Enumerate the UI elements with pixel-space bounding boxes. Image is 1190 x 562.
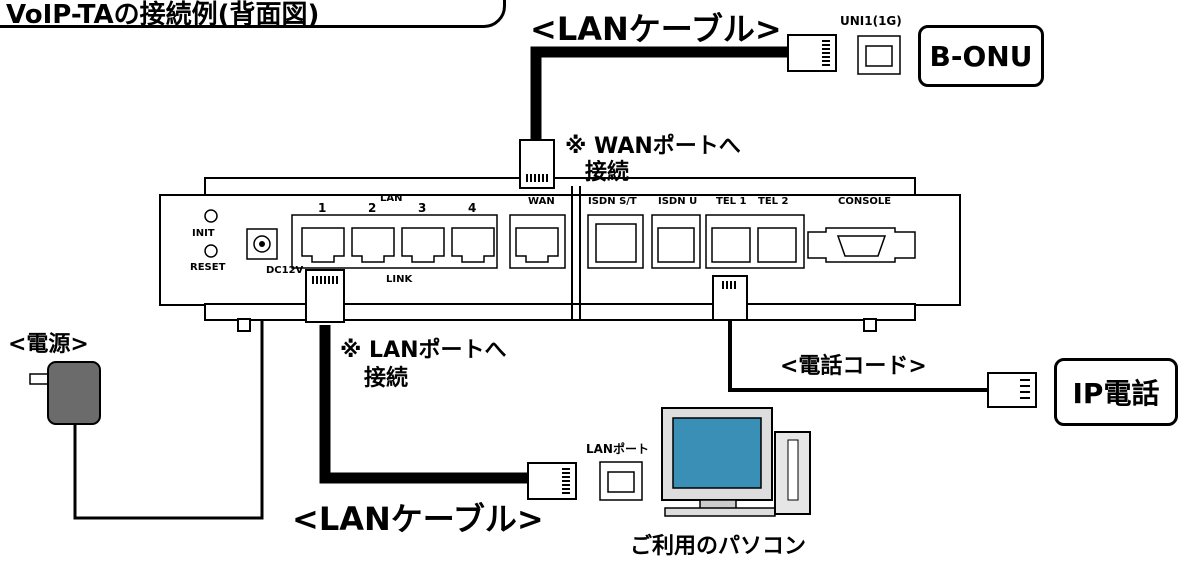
- b-onu-box: B-ONU: [918, 25, 1044, 87]
- title-box: [0, 0, 506, 28]
- ip-phone-box: IP電話: [1054, 358, 1178, 426]
- tel2-label: TEL 2: [758, 196, 789, 207]
- phone-cord: [728, 320, 990, 392]
- console-label: CONSOLE: [838, 196, 892, 207]
- link-label: LINK: [386, 274, 413, 285]
- port-3-label: 3: [418, 201, 427, 215]
- onu-cable-plug: [787, 34, 837, 72]
- uni-port-label: UNI1(1G): [840, 14, 902, 28]
- wan-port-label: WAN: [528, 196, 555, 207]
- lan-cable-label-bottom: <LANケーブル>: [292, 500, 544, 538]
- power-cord: [73, 275, 264, 520]
- lan-cable-top: [530, 46, 790, 140]
- pc-label: ご利用のパソコン: [630, 534, 807, 559]
- lan-note-2: 接続: [364, 366, 409, 391]
- pc-lan-port-icon: [599, 461, 643, 501]
- lan-note-1: ※ LANポートへ: [340, 338, 507, 363]
- wan-connector: [519, 139, 555, 189]
- lan-port-label: LANポート: [586, 442, 649, 456]
- tel-connector: [712, 275, 748, 321]
- lan-connector: [305, 269, 345, 323]
- port-4-label: 4: [468, 201, 477, 215]
- port-1-label: 1: [318, 201, 327, 215]
- phone-cord-plug: [987, 372, 1037, 408]
- power-label: <電源>: [8, 332, 89, 357]
- diagram-title: VoIP-TAの接続例(背面図): [6, 0, 320, 30]
- computer-icon: [661, 407, 811, 517]
- ip-phone-label: IP電話: [1072, 377, 1160, 410]
- wan-note-1: ※ WANポートへ: [565, 134, 741, 159]
- tel1-label: TEL 1: [716, 196, 747, 207]
- b-onu-label: B-ONU: [929, 39, 1033, 73]
- init-label: INIT: [192, 228, 215, 239]
- reset-label: RESET: [190, 262, 226, 273]
- lan-cable-label-top: <LANケーブル>: [530, 10, 782, 48]
- voip-ta-device: [159, 177, 961, 332]
- dc-label: DC12V: [266, 265, 304, 276]
- lan-group-label: LAN: [380, 193, 403, 204]
- phone-cord-label: <電話コード>: [780, 354, 927, 379]
- isdn-st-label: ISDN S/T: [588, 196, 637, 207]
- power-adapter-icon: [29, 361, 101, 425]
- pc-cable-plug: [527, 462, 577, 500]
- lan-cable-bottom: [319, 325, 530, 484]
- port-2-label: 2: [368, 201, 377, 215]
- wan-note-2: 接続: [585, 160, 630, 185]
- onu-port-icon: [857, 35, 901, 75]
- isdn-u-label: ISDN U: [658, 196, 698, 207]
